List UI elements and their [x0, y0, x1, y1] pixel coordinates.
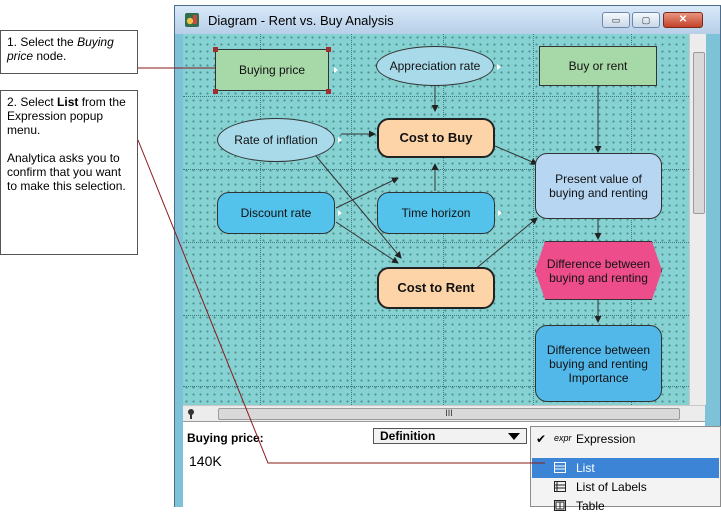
grid-line: [183, 96, 689, 97]
attribute-select[interactable]: Definition: [373, 428, 527, 444]
attribute-node-label: Buying price:: [187, 431, 264, 445]
definition-value-field[interactable]: 140K: [189, 453, 222, 469]
checkmark-icon: ✔: [536, 432, 547, 446]
minimize-button[interactable]: ▭: [602, 12, 630, 28]
menu-item-label: Expression: [576, 432, 636, 446]
menu-item-list[interactable]: List: [532, 458, 719, 478]
node-appreciation-rate[interactable]: Appreciation rate: [376, 46, 494, 86]
selection-handle[interactable]: [213, 89, 218, 94]
callout-2-strong: List: [57, 95, 79, 109]
analytica-app-icon: [185, 13, 199, 27]
callout-1-text-end: node.: [33, 49, 67, 63]
window-title: Diagram - Rent vs. Buy Analysis: [208, 13, 394, 28]
callout-2-paragraph: Analytica asks you to confirm that you w…: [7, 151, 126, 193]
menu-item-list-of-labels[interactable]: List of Labels: [532, 477, 719, 497]
node-buy-or-rent[interactable]: Buy or rent: [539, 46, 657, 86]
chevron-down-icon[interactable]: [508, 433, 520, 440]
grid-line: [631, 34, 632, 405]
node-discount-rate[interactable]: Discount rate: [217, 192, 335, 234]
menu-item-label: Table: [576, 499, 605, 513]
vertical-scrollbar[interactable]: [689, 34, 706, 405]
expression-popup-menu: ✔ expr Expression List List of Labels Ta…: [530, 426, 721, 513]
close-button[interactable]: ✕: [663, 12, 703, 28]
horizontal-scroll-thumb[interactable]: III: [218, 408, 680, 420]
callout-1-emphasis: Buying price: [7, 35, 114, 63]
node-present-value[interactable]: Present value of buying and renting: [535, 153, 662, 219]
output-arrow-icon[interactable]: [498, 210, 502, 216]
window-titlebar[interactable]: Diagram - Rent vs. Buy Analysis ▭ ▢ ✕: [175, 6, 720, 34]
pin-icon[interactable]: [185, 408, 197, 420]
callout-1-number: 1.: [7, 35, 18, 49]
output-arrow-icon[interactable]: [497, 64, 501, 70]
menu-item-label: List of Labels: [576, 480, 647, 494]
menu-item-label: List: [576, 461, 595, 475]
expr-icon: expr: [554, 433, 572, 443]
node-time-horizon[interactable]: Time horizon: [377, 192, 495, 234]
node-difference[interactable]: Difference between buying and renting: [535, 241, 662, 300]
output-arrow-icon[interactable]: [338, 137, 342, 143]
menu-item-table[interactable]: Table: [532, 496, 719, 516]
output-arrow-icon[interactable]: [334, 67, 338, 73]
maximize-button[interactable]: ▢: [632, 12, 660, 28]
list-of-labels-icon: [554, 481, 566, 492]
table-icon: [554, 500, 566, 511]
selection-handle[interactable]: [213, 47, 218, 52]
selection-handle[interactable]: [326, 89, 331, 94]
node-buying-price[interactable]: Buying price: [215, 49, 329, 91]
callout-2-text-end: from the Expression popup menu.: [7, 95, 126, 137]
diagram-canvas[interactable]: Buying price Appreciation rate Buy or re…: [183, 34, 689, 405]
node-cost-to-buy[interactable]: Cost to Buy: [377, 118, 495, 158]
callout-step-2: 2. Select List from the Expression popup…: [0, 90, 138, 255]
attribute-select-value: Definition: [380, 429, 436, 443]
vertical-scroll-thumb[interactable]: [693, 52, 705, 214]
node-cost-to-rent[interactable]: Cost to Rent: [377, 267, 495, 309]
callout-2-number: 2.: [7, 95, 18, 109]
callout-1-text: Select the: [20, 35, 78, 49]
horizontal-scrollbar[interactable]: III: [183, 405, 705, 422]
list-icon: [554, 462, 566, 473]
node-rate-of-inflation[interactable]: Rate of inflation: [217, 118, 335, 162]
output-arrow-icon[interactable]: [338, 210, 342, 216]
callout-step-1: 1. Select the Buying price node.: [0, 30, 138, 74]
callout-2-text: Select: [20, 95, 58, 109]
selection-handle[interactable]: [326, 47, 331, 52]
node-difference-importance[interactable]: Difference between buying and renting Im…: [535, 325, 662, 402]
menu-item-expression[interactable]: ✔ expr Expression: [532, 429, 719, 449]
